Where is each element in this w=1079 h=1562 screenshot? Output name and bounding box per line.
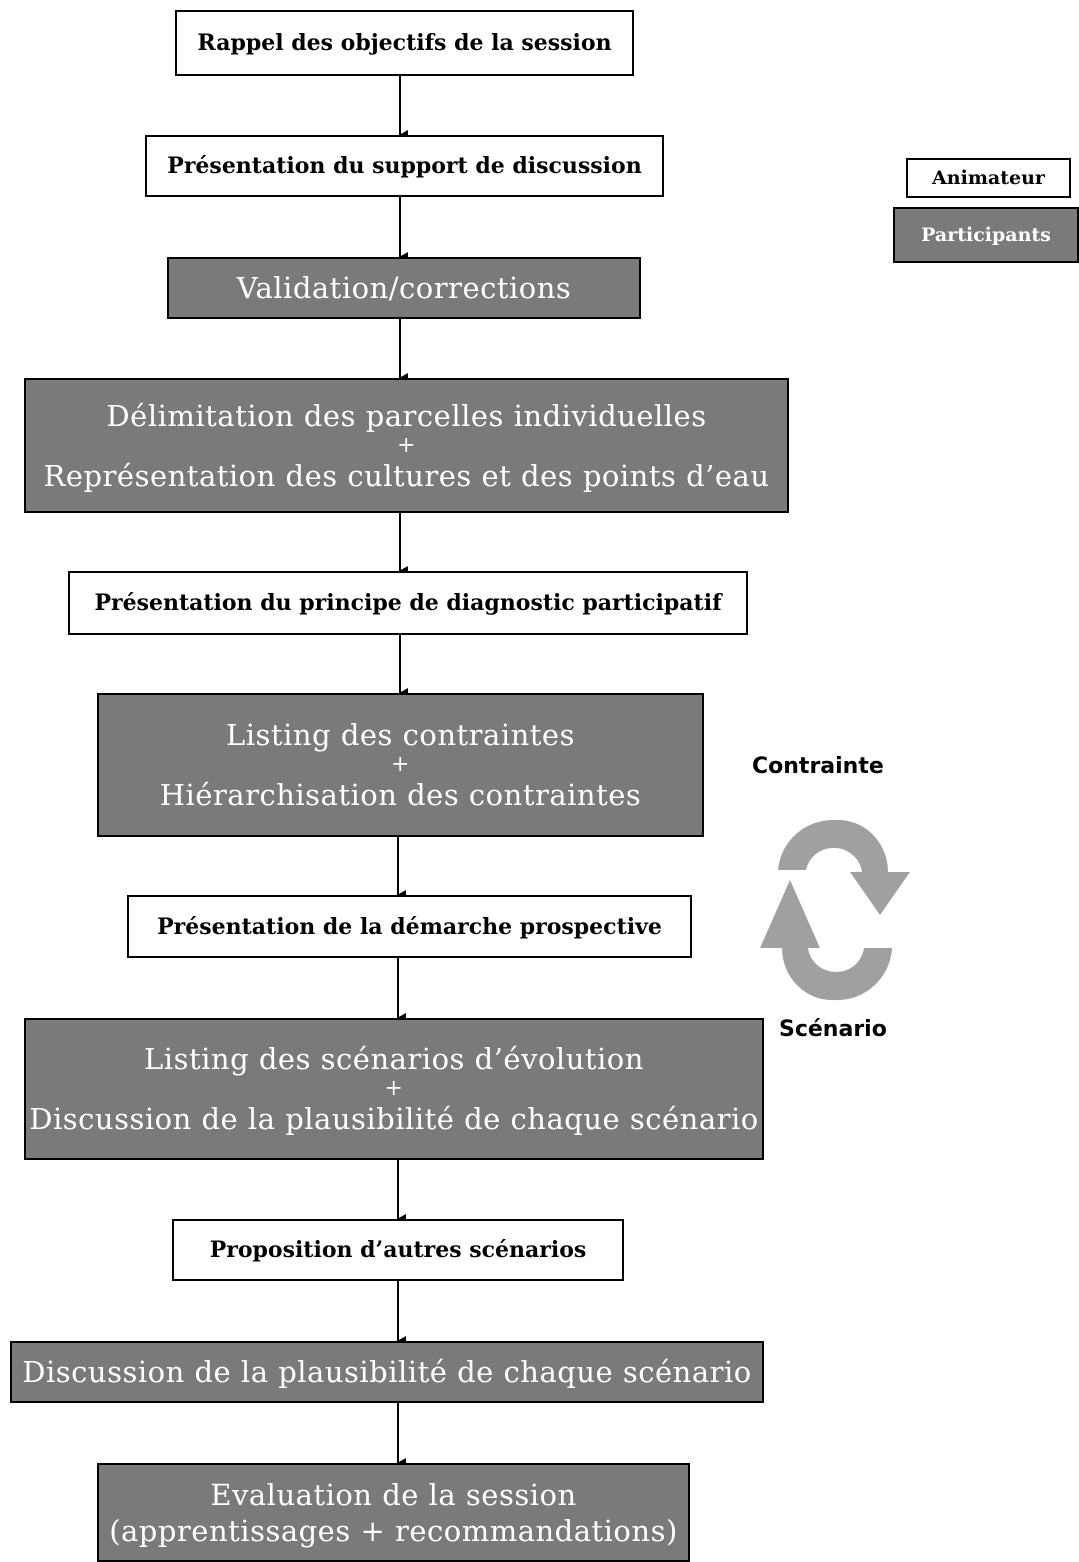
step-discussion-plausibilite: Discussion de la plausibilité de chaque …: [10, 1341, 764, 1403]
step-validation-corrections: Validation/corrections: [167, 257, 641, 319]
step-listing-scenarios: Listing des scénarios d’évolution + Disc…: [24, 1018, 764, 1160]
step-label-line-1: Listing des contraintes: [226, 718, 575, 752]
step-label-line-1: Listing des scénarios d’évolution: [144, 1042, 644, 1076]
step-plus-sign: +: [384, 1076, 404, 1101]
step-label: Proposition d’autres scénarios: [209, 1237, 587, 1263]
step-label-line-2: Discussion de la plausibilité de chaque …: [29, 1102, 759, 1136]
legend-label: Participants: [921, 224, 1051, 246]
step-delimitation-parcelles: Délimitation des parcelles individuelles…: [24, 378, 789, 513]
step-listing-contraintes: Listing des contraintes + Hiérarchisatio…: [97, 693, 704, 837]
step-proposition-scenarios: Proposition d’autres scénarios: [172, 1219, 624, 1281]
step-label-line-1: Délimitation des parcelles individuelles: [106, 398, 707, 433]
step-principe-diagnostic: Présentation du principe de diagnostic p…: [68, 571, 748, 635]
cycle-label-contrainte: Contrainte: [752, 754, 884, 779]
step-label-line-2: Représentation des cultures et des point…: [43, 458, 770, 493]
cycle-arrows-icon: [760, 819, 910, 1001]
step-label: Discussion de la plausibilité de chaque …: [22, 1355, 752, 1389]
step-label-line-2: Hiérarchisation des contraintes: [159, 778, 642, 812]
step-label: Présentation du support de discussion: [167, 153, 642, 179]
step-label-line-2: (apprentissages + recommandations): [109, 1513, 678, 1548]
cycle-label-scenario: Scénario: [779, 1017, 887, 1042]
step-label: Présentation du principe de diagnostic p…: [94, 590, 722, 616]
step-plus-sign: +: [391, 752, 410, 777]
step-label-line-1: Evaluation de la session: [210, 1477, 577, 1512]
step-rappel-objectifs: Rappel des objectifs de la session: [175, 10, 634, 76]
legend-label: Animateur: [932, 167, 1045, 189]
step-plus-sign: +: [397, 432, 416, 458]
legend-participants: Participants: [893, 207, 1079, 263]
step-label: Validation/corrections: [236, 271, 572, 305]
legend-animateur: Animateur: [906, 158, 1071, 198]
step-demarche-prospective: Présentation de la démarche prospective: [127, 895, 692, 958]
step-label: Rappel des objectifs de la session: [197, 30, 612, 56]
step-label: Présentation de la démarche prospective: [157, 913, 662, 940]
step-evaluation-session: Evaluation de la session (apprentissages…: [97, 1463, 690, 1562]
step-presentation-support: Présentation du support de discussion: [145, 135, 664, 197]
